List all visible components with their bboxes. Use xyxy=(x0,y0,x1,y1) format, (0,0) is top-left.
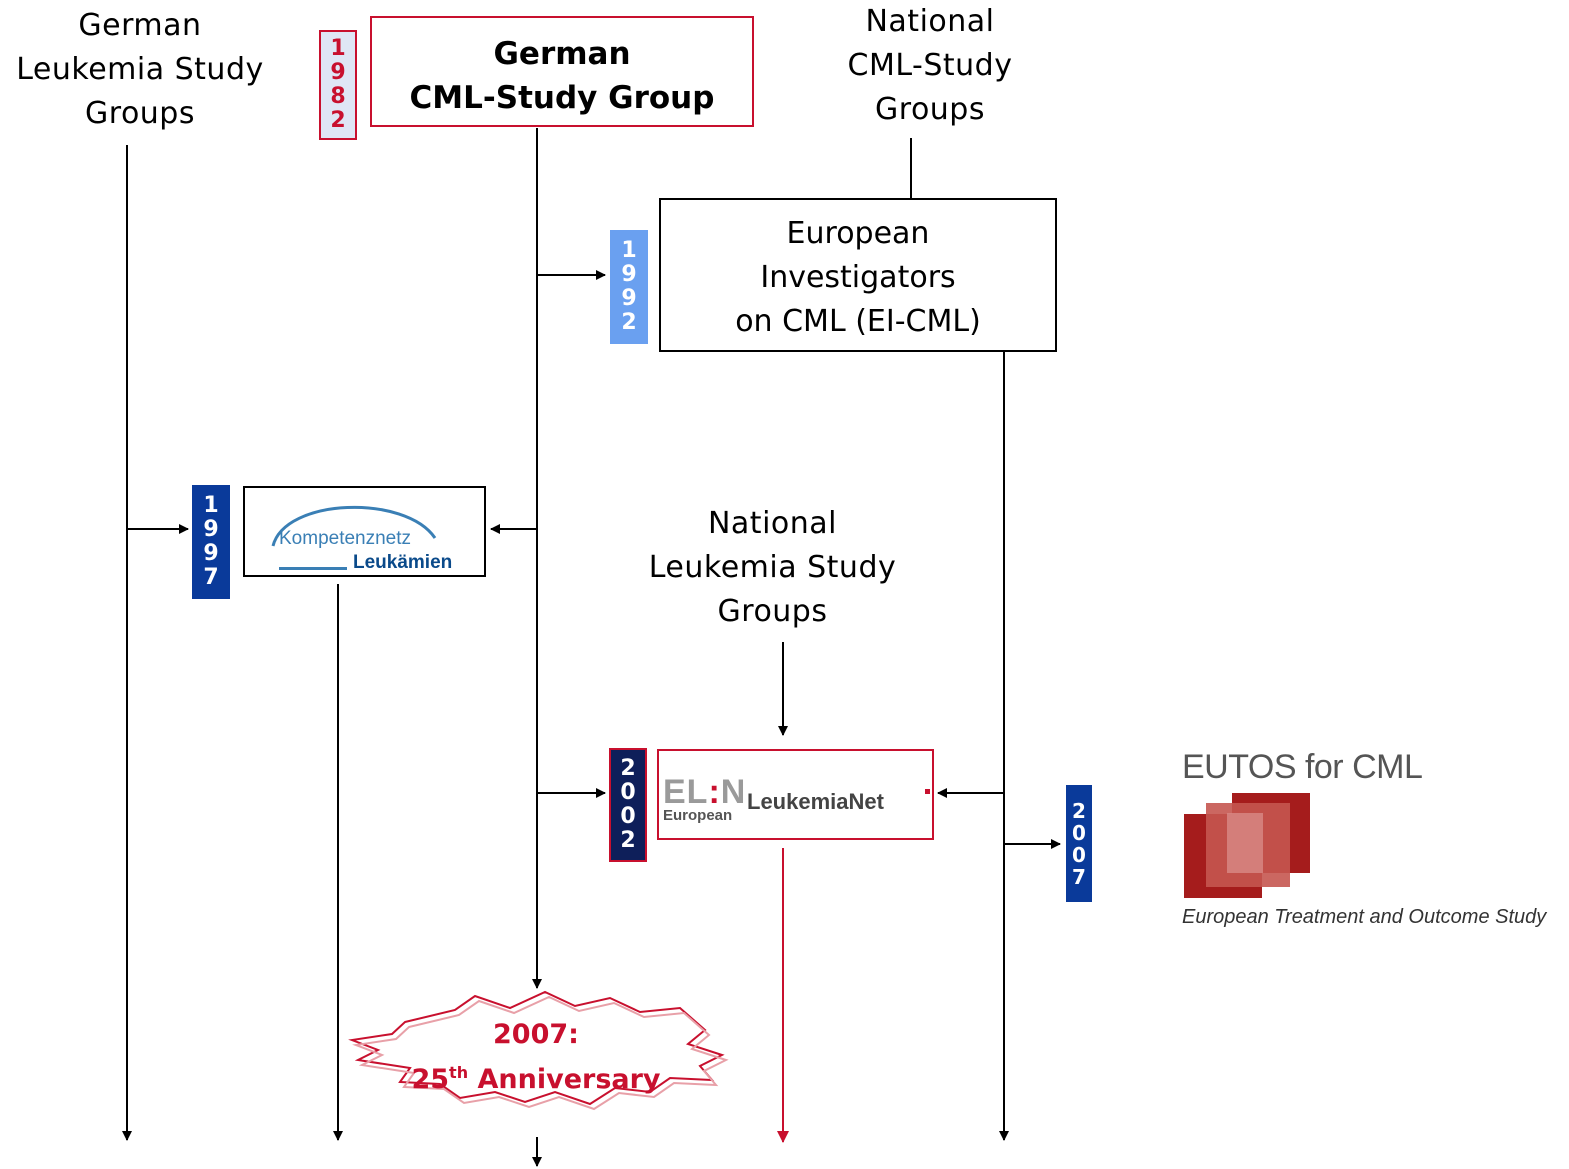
kompetenznetz-text: Kompetenznetz xyxy=(279,528,412,549)
anniversary-rest: Anniversary xyxy=(468,1064,661,1095)
year-digit: 0 xyxy=(620,780,636,805)
year-digit: 9 xyxy=(621,262,637,287)
year-digit: 8 xyxy=(330,84,346,109)
label-german-leukemia-groups: German Leukemia Study Groups xyxy=(16,8,264,131)
german-cml-line1: German xyxy=(493,36,631,72)
ei-cml-box: European Investigators on CML (EI-CML) xyxy=(659,198,1057,352)
eln-logo: EL:N xyxy=(663,775,746,809)
eln-logo-left: EL xyxy=(663,773,709,811)
year-digit: 2 xyxy=(620,756,636,781)
year-digit: 9 xyxy=(203,517,219,542)
anniversary-starburst-shadow xyxy=(352,995,729,1111)
eutos-title: EUTOS for CML xyxy=(1182,748,1423,786)
year-digit: 7 xyxy=(1072,864,1086,889)
eln-red-dot xyxy=(925,789,930,794)
year-digit: 2 xyxy=(1072,798,1086,823)
anniversary-suffix: th xyxy=(449,1063,469,1082)
anniversary-starburst xyxy=(348,990,725,1106)
label-national-cml-groups: National CML-Study Groups xyxy=(847,4,1013,127)
eln-european-text: European xyxy=(663,807,733,824)
year-digit: 0 xyxy=(620,804,636,829)
german-cml-line2: CML-Study Group xyxy=(409,80,715,116)
year-digit: 1 xyxy=(330,36,346,61)
german-cml-study-group-box: German CML-Study Group xyxy=(370,16,754,127)
kompetenznetz-underline xyxy=(279,567,347,570)
european-leukemianet-box: EL:N European LeukemiaNet xyxy=(657,749,934,840)
year-digit: 2 xyxy=(330,108,346,133)
year-digit: 0 xyxy=(1072,820,1086,845)
kompetenznetz-arc-icon xyxy=(271,505,437,547)
year-digit: 9 xyxy=(621,286,637,311)
year-digit: 2 xyxy=(620,828,636,853)
anniversary-text: 2007: 25th Anniversary xyxy=(356,1016,716,1099)
year-digit: 1 xyxy=(621,238,637,263)
eutos-subtitle: European Treatment and Outcome Study xyxy=(1182,906,1547,928)
kompetenznetz-leukaemien-box: Kompetenznetz Leukämien xyxy=(243,486,486,577)
ei-cml-line1: European xyxy=(786,216,930,251)
eutos-logo-mark xyxy=(1184,793,1310,898)
ei-cml-line3: on CML (EI-CML) xyxy=(735,304,981,339)
year-digit: 0 xyxy=(1072,842,1086,867)
year-digit: 9 xyxy=(330,60,346,85)
year-digit: 1 xyxy=(203,493,219,518)
leukaemien-text: Leukämien xyxy=(353,552,453,573)
label-national-leukemia-groups: National Leukemia Study Groups xyxy=(648,506,897,629)
ei-cml-line2: Investigators xyxy=(760,260,956,295)
year-digit: 2 xyxy=(621,310,637,335)
year-digit: 7 xyxy=(203,565,219,590)
year-digit: 9 xyxy=(203,541,219,566)
anniversary-line1: 2007: xyxy=(493,1019,579,1050)
eln-logo-mid: : xyxy=(708,773,721,811)
eln-leukemianet-text: LeukemiaNet xyxy=(747,789,884,814)
anniversary-line2: 25th Anniversary xyxy=(356,1054,716,1099)
anniversary-number: 25 xyxy=(411,1064,450,1095)
eln-logo-right: N xyxy=(720,773,747,811)
